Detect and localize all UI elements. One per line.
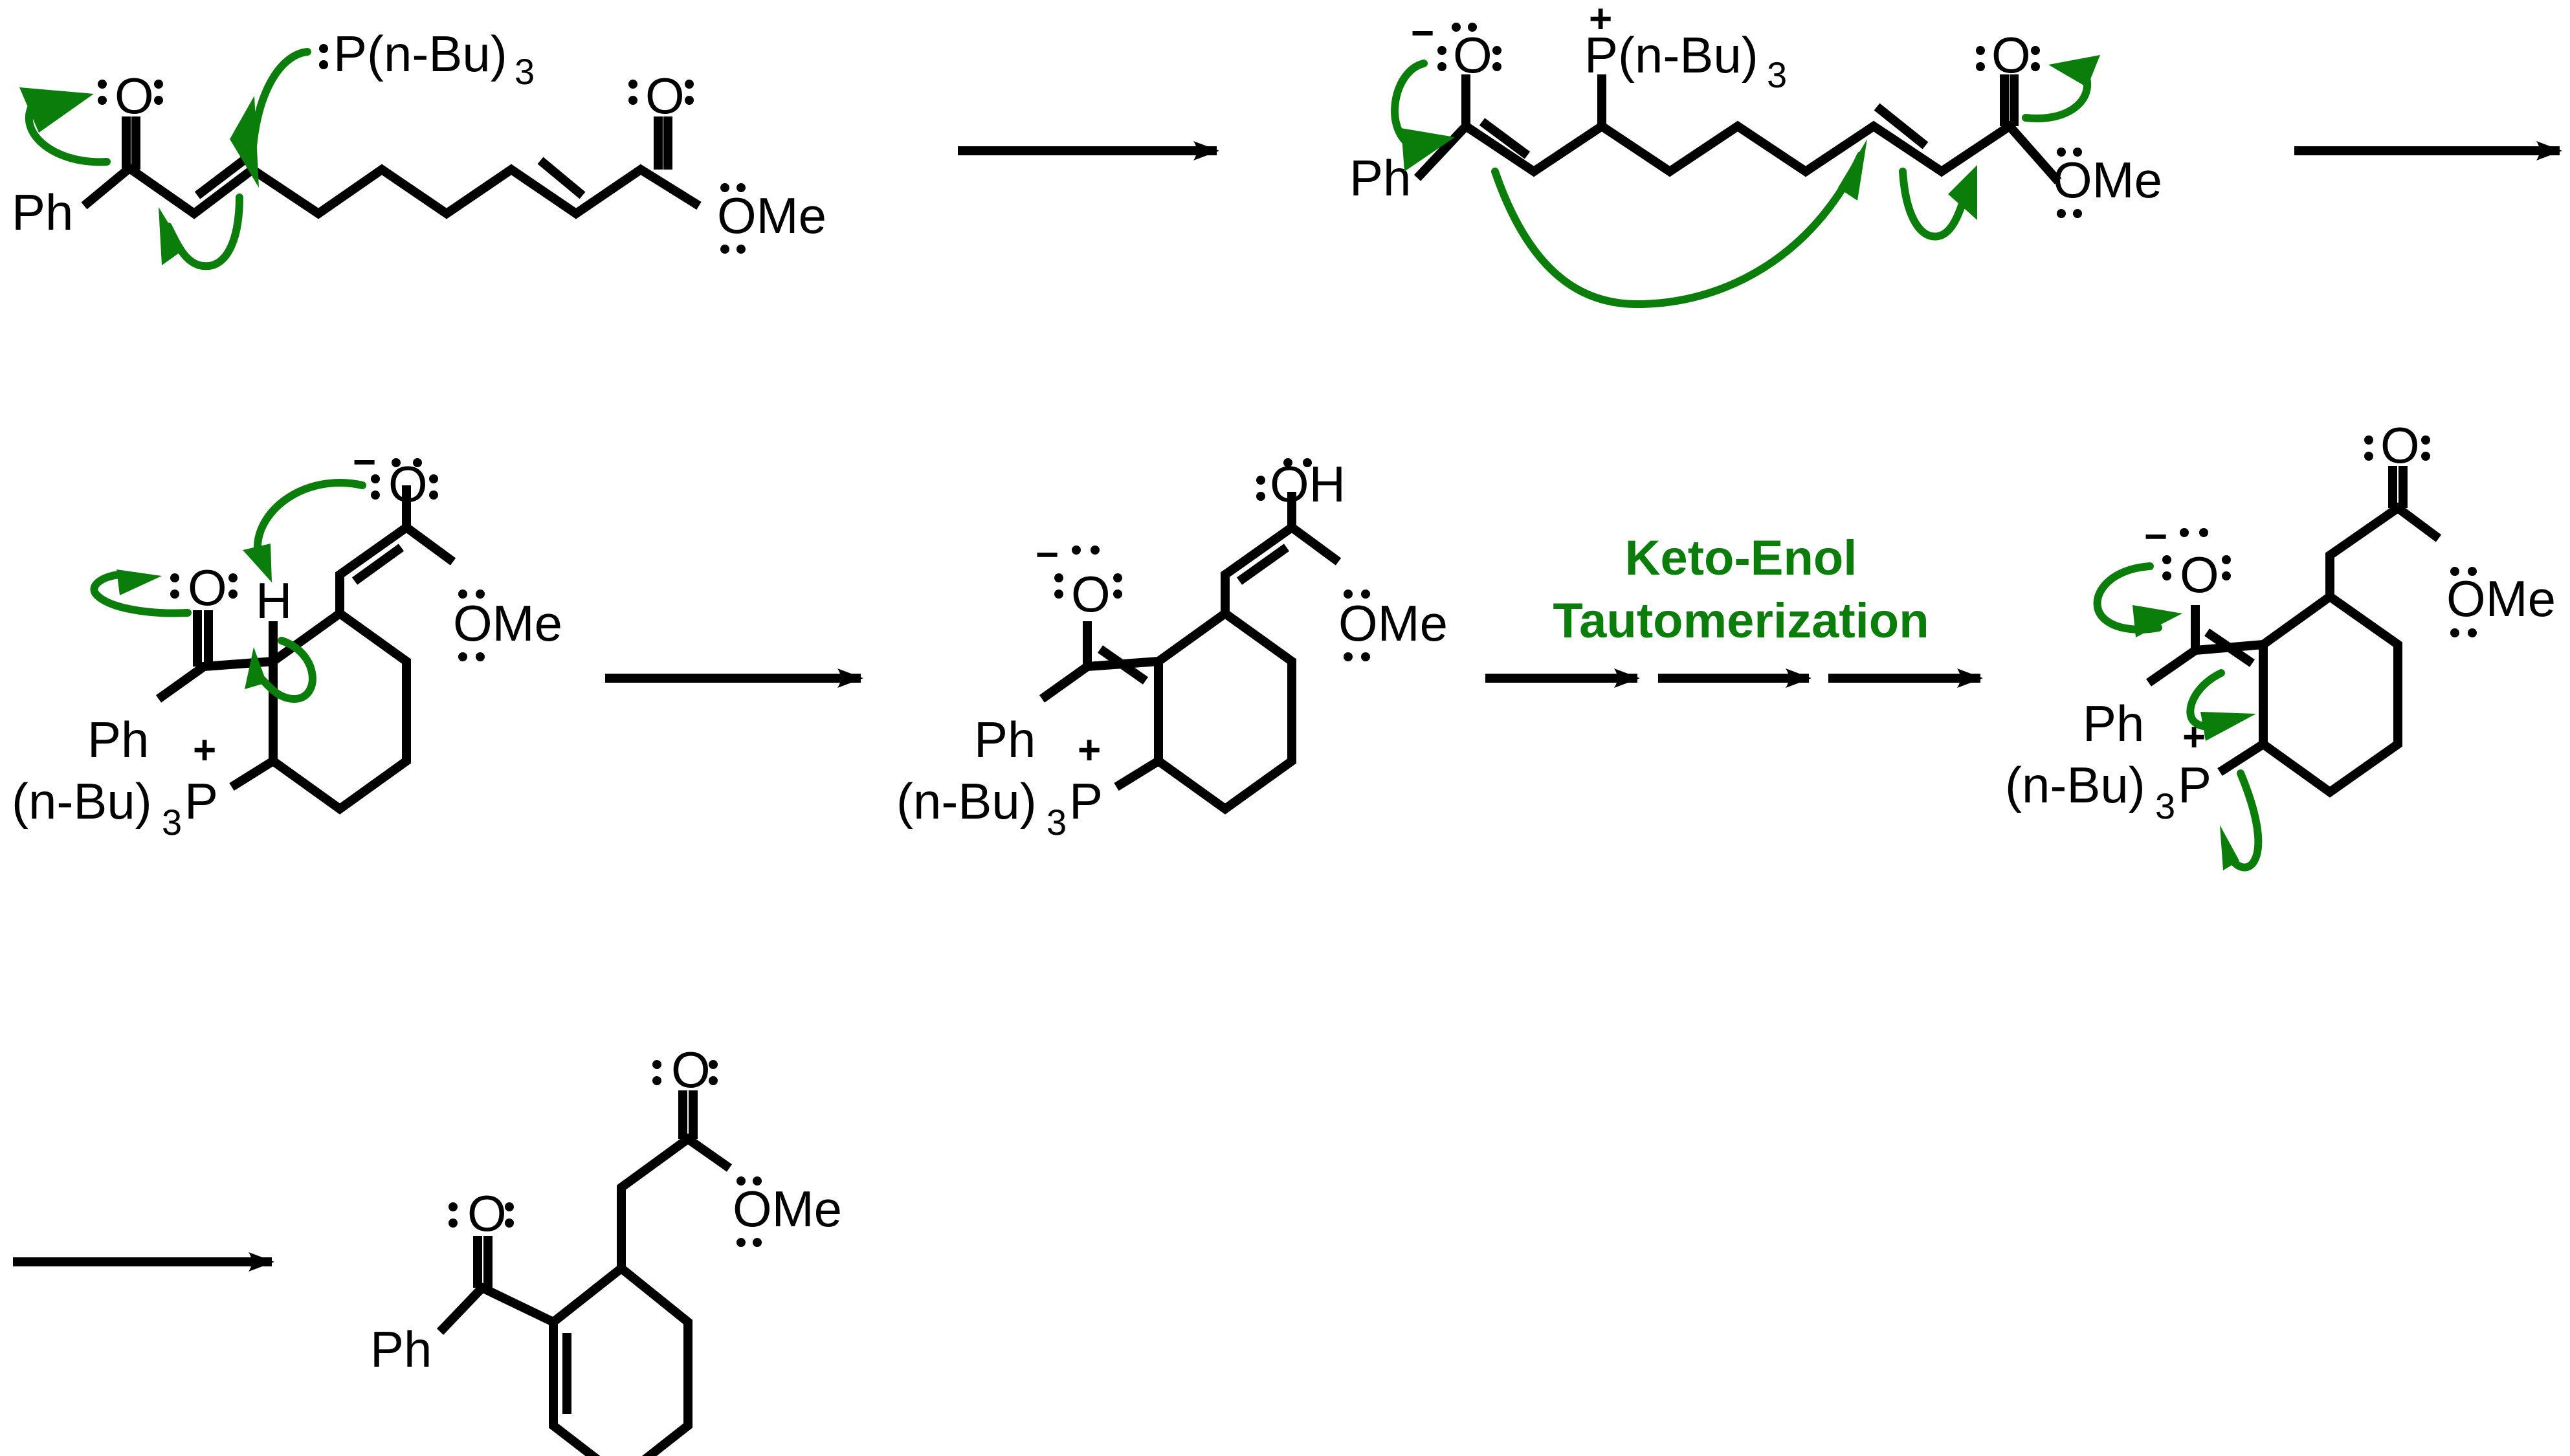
curly-arrow-oxygen-to-enolate bbox=[1391, 60, 1455, 171]
structure-4-enol-intermediate: Ph − O OH OMe + (n-Bu) 3 P bbox=[896, 456, 1448, 843]
methoxy-group: OMe bbox=[733, 1176, 842, 1247]
ph-label: Ph bbox=[87, 711, 149, 768]
svg-text:O: O bbox=[388, 456, 428, 513]
svg-text:P: P bbox=[1069, 773, 1103, 830]
curly-arrow-carbonyl-to-oxygen bbox=[2022, 55, 2100, 122]
curly-arrow-ch-to-carbonyl bbox=[245, 637, 316, 703]
alpha-hydrogen: H bbox=[256, 572, 292, 629]
curly-arrow-catalyst-attack bbox=[230, 48, 311, 188]
methoxy-group: OMe bbox=[2446, 567, 2556, 637]
curly-arrow-cp-to-phosphorus bbox=[2220, 769, 2263, 872]
svg-text:−: − bbox=[2144, 514, 2167, 559]
curly-arrow-enolate-deprotonation bbox=[243, 479, 366, 582]
svg-text:P: P bbox=[184, 773, 218, 830]
svg-text:(n-Bu): (n-Bu) bbox=[2005, 756, 2145, 813]
ester-oxygen: O bbox=[652, 1041, 718, 1098]
ph-label: Ph bbox=[1349, 149, 1411, 206]
curly-arrow-pi-to-ester bbox=[1899, 165, 1977, 241]
svg-text:−: − bbox=[1036, 533, 1059, 577]
phosphonium-label: + (n-Bu) 3 P bbox=[896, 728, 1103, 843]
ester-oxygen: O bbox=[628, 67, 694, 124]
structure-3-cyclized-enolate: Ph O H − O OMe + (n-Bu) 3 P bbox=[12, 440, 562, 843]
svg-text:O: O bbox=[1991, 27, 2031, 83]
svg-text:3: 3 bbox=[2155, 786, 2175, 826]
svg-text:O: O bbox=[671, 1041, 711, 1098]
methoxy-group: OMe bbox=[453, 590, 562, 661]
enol-hydroxyl: OH bbox=[1256, 456, 1346, 513]
phosphonium-label: + P(n-Bu) 3 bbox=[1584, 0, 1787, 95]
enolate-oxygen: − O bbox=[1411, 11, 1501, 83]
svg-text:O: O bbox=[645, 67, 685, 124]
svg-text:+: + bbox=[193, 728, 216, 773]
svg-text:(n-Bu): (n-Bu) bbox=[896, 773, 1037, 830]
methoxy-group: OMe bbox=[2053, 148, 2162, 218]
svg-text:OMe: OMe bbox=[717, 187, 826, 244]
svg-text:3: 3 bbox=[515, 51, 535, 92]
svg-text:O: O bbox=[2380, 417, 2420, 474]
ester-oxygen: O bbox=[1976, 27, 2040, 83]
svg-text:OH: OH bbox=[1270, 456, 1346, 513]
svg-text:O: O bbox=[1071, 566, 1111, 623]
svg-text:OMe: OMe bbox=[2446, 570, 2556, 627]
svg-text:OMe: OMe bbox=[733, 1180, 842, 1237]
tautomerization-annotation: Keto-Enol Tautomerization bbox=[1553, 531, 1929, 648]
ph-label: Ph bbox=[2083, 695, 2144, 752]
svg-text:OMe: OMe bbox=[2053, 151, 2162, 208]
svg-text:+: + bbox=[1078, 728, 1101, 773]
svg-text:3: 3 bbox=[162, 802, 182, 843]
ester-oxygen: O bbox=[2364, 417, 2430, 474]
curly-arrow-pi-to-alpha bbox=[159, 193, 243, 270]
svg-text:P(n-Bu): P(n-Bu) bbox=[333, 25, 507, 82]
svg-text:3: 3 bbox=[1767, 54, 1787, 95]
svg-text:O: O bbox=[188, 559, 227, 616]
tautomerization-line-1: Keto-Enol bbox=[1625, 531, 1857, 586]
structure-5-ketone-enolate: Ph − O O OMe + (n-Bu) 3 P bbox=[2005, 417, 2556, 872]
svg-text:O: O bbox=[115, 67, 154, 124]
svg-text:−: − bbox=[1411, 11, 1434, 56]
ph-label: Ph bbox=[12, 184, 73, 241]
ketone-oxygen: O bbox=[170, 559, 238, 616]
curly-arrow-carbonyl-to-oxygen bbox=[90, 569, 192, 617]
svg-text:OMe: OMe bbox=[1338, 595, 1448, 652]
phosphonium-label: + (n-Bu) 3 P bbox=[12, 728, 218, 843]
catalyst-label: P(n-Bu) 3 bbox=[319, 25, 535, 92]
structure-6-product: Ph O O OMe bbox=[370, 1041, 842, 1456]
enolate-oxygen: − O bbox=[1036, 533, 1122, 623]
ph-label: Ph bbox=[370, 1321, 432, 1378]
enolate-oxygen: − O bbox=[2144, 514, 2231, 603]
svg-text:P: P bbox=[2178, 756, 2211, 813]
svg-text:O: O bbox=[2180, 546, 2219, 603]
svg-text:OMe: OMe bbox=[453, 595, 562, 652]
methoxy-group: OMe bbox=[1338, 590, 1448, 661]
methoxy-group: OMe bbox=[717, 183, 826, 254]
curly-arrow-ketone-to-oxygen bbox=[19, 87, 111, 166]
svg-text:+: + bbox=[1589, 0, 1612, 41]
svg-text:O: O bbox=[1453, 27, 1492, 83]
curly-arrow-pi-to-cp-bond bbox=[2186, 669, 2256, 741]
structure-1-substrate: Ph O P(n-Bu) 3 O OMe bbox=[12, 25, 826, 270]
structure-2-zwitterion: Ph − O + P(n-Bu) 3 O OMe bbox=[1349, 0, 2162, 309]
curly-arrow-oxygen-to-enolate bbox=[2093, 562, 2182, 637]
ketone-oxygen: O bbox=[98, 67, 163, 124]
phosphonium-label: + (n-Bu) 3 P bbox=[2005, 715, 2211, 826]
ph-label: Ph bbox=[974, 711, 1036, 768]
svg-text:3: 3 bbox=[1047, 802, 1067, 843]
svg-text:O: O bbox=[467, 1185, 507, 1242]
svg-text:(n-Bu): (n-Bu) bbox=[12, 773, 152, 830]
svg-text:P(n-Bu): P(n-Bu) bbox=[1584, 27, 1758, 83]
tautomerization-line-2: Tautomerization bbox=[1553, 593, 1929, 648]
ester-enolate-oxygen: − O bbox=[353, 440, 438, 513]
ketone-oxygen: O bbox=[449, 1185, 514, 1242]
curly-arrow-enolate-michael bbox=[1491, 139, 1867, 309]
